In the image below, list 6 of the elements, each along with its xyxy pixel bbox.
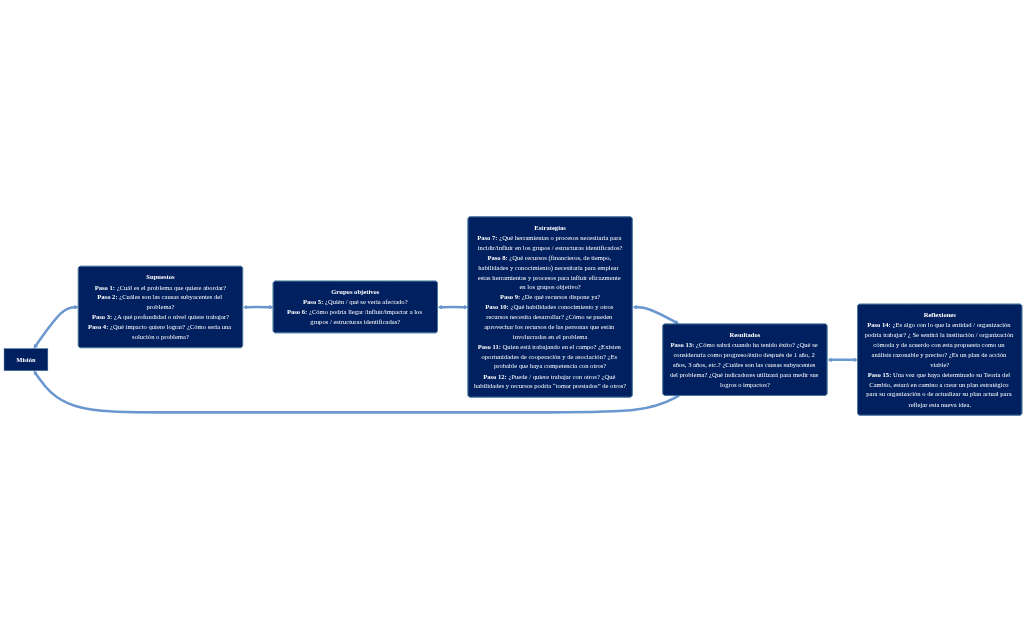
- arrow: [437, 304, 469, 310]
- arrow: [242, 304, 274, 310]
- arrow: [827, 357, 858, 363]
- arrow: [33, 370, 680, 414]
- arrow: [632, 304, 680, 325]
- arrow: [33, 304, 79, 349]
